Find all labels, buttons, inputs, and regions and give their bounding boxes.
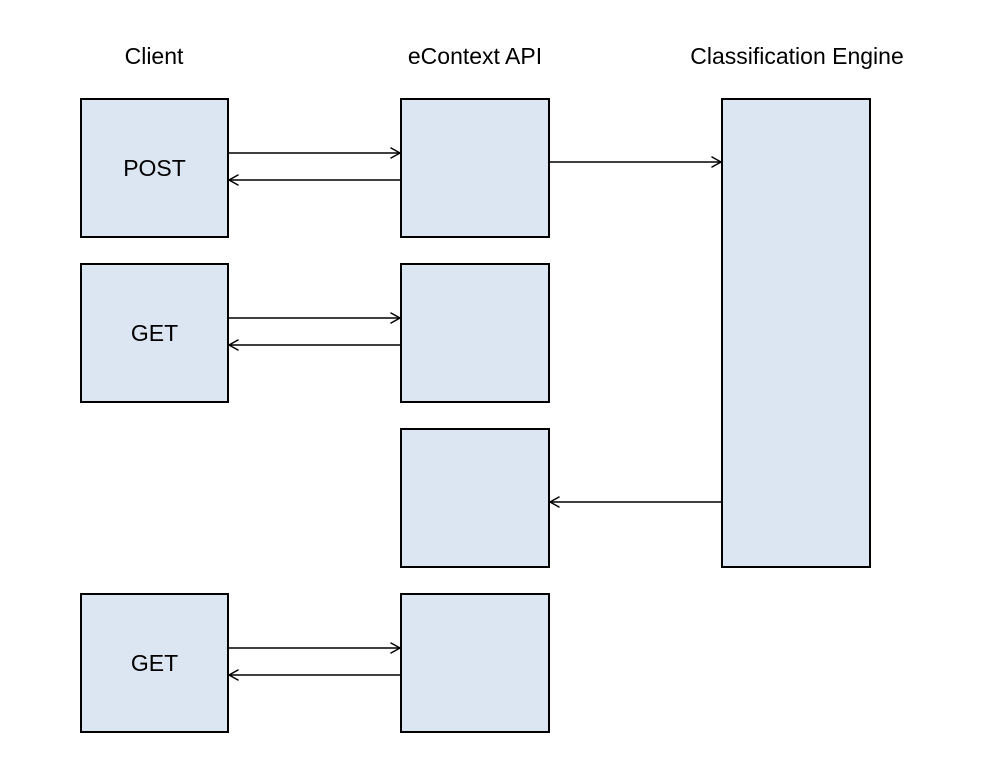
api-box-2	[400, 263, 550, 403]
column-header-client: Client	[124, 43, 184, 69]
client-box-get-2: GET	[80, 593, 229, 733]
classification-engine-box	[721, 98, 871, 568]
arrow-get-2-request	[228, 642, 401, 654]
arrow-post-request	[228, 147, 401, 159]
arrow-get-2-response	[228, 669, 401, 681]
arrow-api-to-engine	[549, 156, 722, 168]
api-box-4	[400, 593, 550, 733]
client-box-get-1-label: GET	[130, 319, 179, 346]
client-box-post: POST	[80, 98, 229, 238]
client-box-get-2-label: GET	[130, 649, 179, 676]
arrow-get-1-response	[228, 339, 401, 351]
column-header-engine: Classification Engine	[690, 43, 904, 69]
column-header-api: eContext API	[407, 43, 543, 69]
client-box-post-label: POST	[123, 154, 186, 181]
api-box-1	[400, 98, 550, 238]
client-box-get-1: GET	[80, 263, 229, 403]
arrow-get-1-request	[228, 312, 401, 324]
arrow-post-response	[228, 174, 401, 186]
arrow-engine-to-api	[549, 496, 722, 508]
api-box-3	[400, 428, 550, 568]
